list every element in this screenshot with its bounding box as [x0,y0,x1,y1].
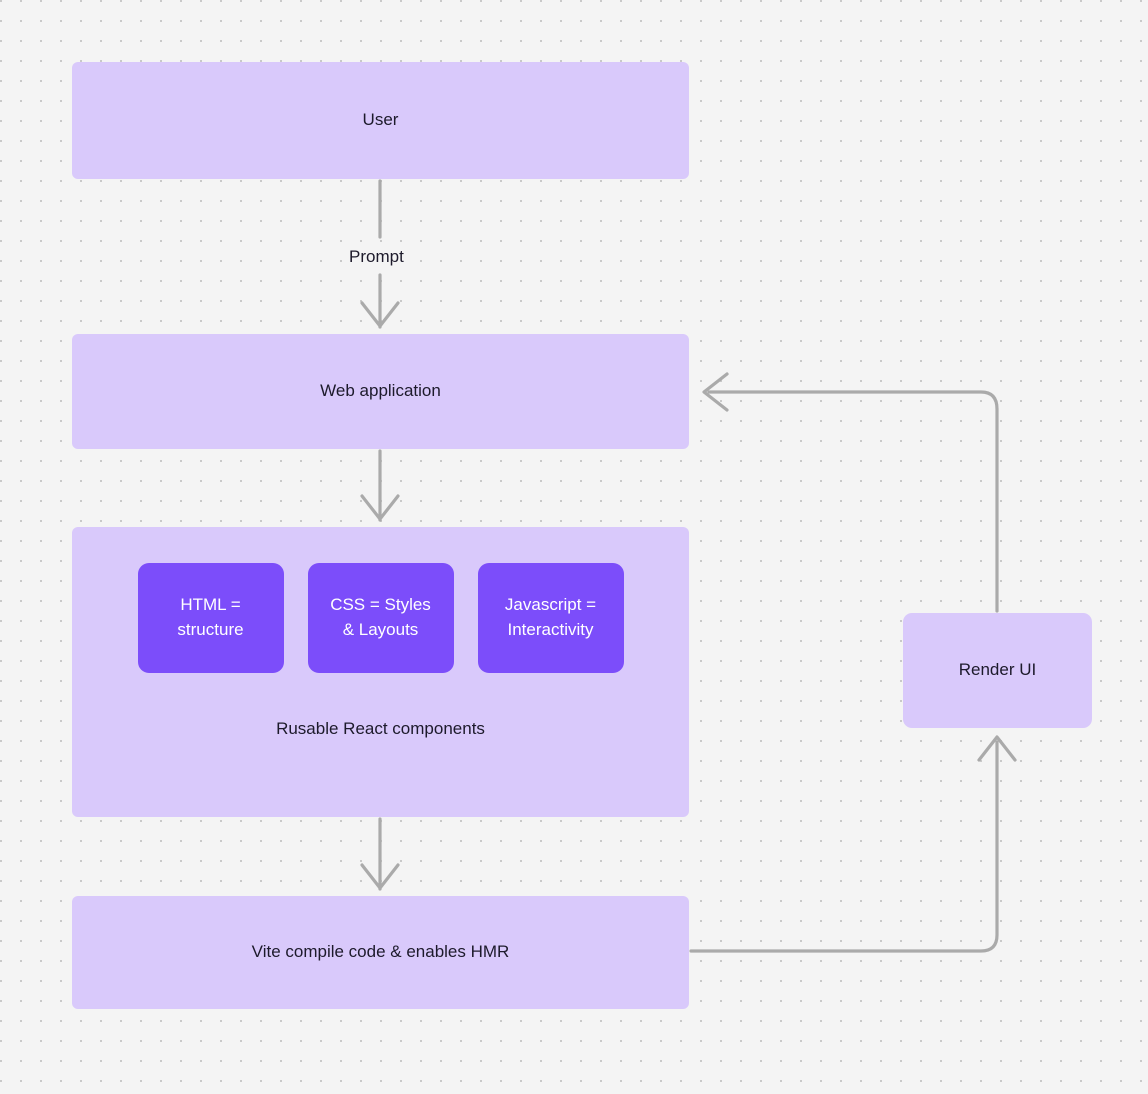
arrowhead-render-to-webapp [702,372,729,412]
arrowhead-components-to-vite [360,863,400,890]
node-render-ui[interactable]: Render UI [903,613,1092,728]
chip-html[interactable]: HTML = structure [137,563,284,673]
chip-css[interactable]: CSS = Styles & Layouts [307,563,454,673]
components-caption: Rusable React components [276,719,485,738]
arrowhead-vite-to-render [977,735,1017,762]
arrowhead-webapp-to-components [360,494,400,521]
node-vite-compile[interactable]: Vite compile code & enables HMR [72,896,689,1009]
node-user[interactable]: User [72,62,689,179]
edge-render-to-webapp [707,390,999,613]
edge-label-prompt: Prompt [342,245,411,269]
chip-javascript[interactable]: Javascript = Interactivity [477,563,624,673]
node-reusable-react-components[interactable]: HTML = structure CSS = Styles & Layouts … [72,527,689,817]
arrowhead-prompt-to-webapp [360,301,400,328]
edge-vite-to-render [689,740,999,953]
chip-row: HTML = structure CSS = Styles & Layouts … [72,563,689,673]
node-web-application[interactable]: Web application [72,334,689,449]
